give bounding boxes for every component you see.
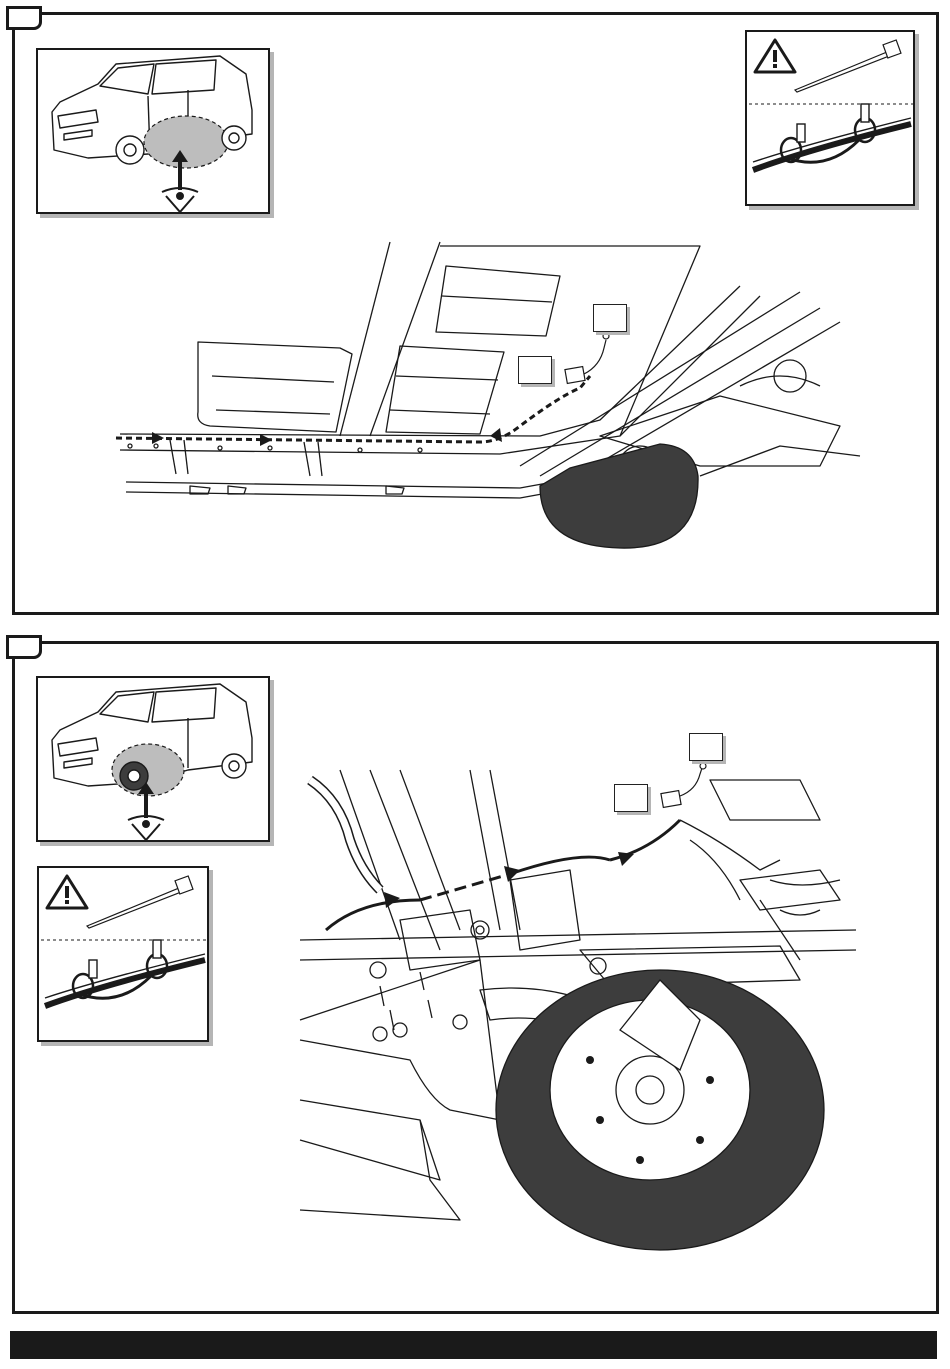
step-1-callout-box-lower [518, 356, 552, 384]
step-2-number-tab [6, 635, 42, 659]
cable-tie-icon [87, 876, 193, 928]
step-1-underbody-sill-drawing [100, 236, 860, 566]
van-front-illustration [38, 678, 272, 844]
rear-wheel-tyre [540, 444, 698, 548]
step-1-cable-tie-inset [745, 30, 915, 206]
step-2-wheel-arch-drawing [300, 760, 856, 1250]
step-2-callout-box-upper [689, 733, 723, 761]
eye-view-icon [128, 816, 164, 840]
tied-cable-illustration [45, 940, 205, 1006]
tied-cable-illustration [753, 104, 911, 170]
step-1-van-overview-inset [36, 48, 270, 214]
front-wheel-tyre [496, 970, 824, 1250]
footer-bar [10, 1331, 937, 1359]
warning-triangle-icon [755, 40, 795, 72]
van-side-illustration [38, 50, 272, 216]
harness-connector [661, 763, 706, 807]
step-1-number-tab [6, 6, 42, 30]
step-2-cable-tie-inset [37, 866, 209, 1042]
cable-tie-icon [795, 40, 901, 92]
harness-connector [565, 333, 609, 383]
step-2-callout-box-lower [614, 784, 648, 812]
eye-view-icon [162, 188, 198, 212]
step-1-callout-box-upper [593, 304, 627, 332]
warning-triangle-icon [47, 876, 87, 908]
step-2-van-overview-inset [36, 676, 270, 842]
